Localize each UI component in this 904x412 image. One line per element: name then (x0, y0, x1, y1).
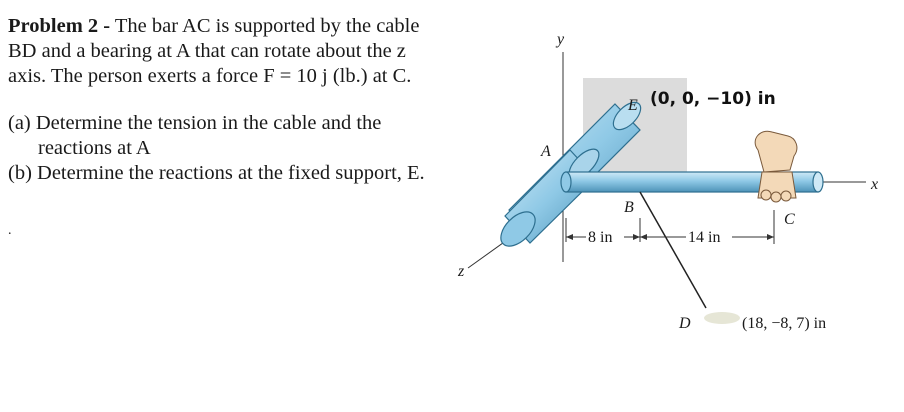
dimension-AB: 8 in (565, 218, 640, 246)
problem-line-2: BD and a bearing at A that can rotate ab… (8, 40, 406, 62)
anchor-shadow (704, 312, 740, 324)
stray-dot: . (8, 223, 12, 238)
part-a-line-1: (a) Determine the tension in the cable a… (8, 112, 382, 134)
hand-icon (754, 130, 798, 203)
point-E-label: E (627, 97, 638, 114)
problem-heading: Problem 2 - (8, 15, 111, 37)
bar-AC (560, 171, 824, 193)
coord-D: (18, −8, 7) in (742, 315, 826, 332)
point-B-label: B (624, 199, 634, 216)
problem-intro: Problem 2 - The bar AC is supported by t… (8, 14, 488, 39)
y-axis-label: y (555, 31, 565, 48)
problem-statement: Problem 2 - The bar AC is supported by t… (8, 14, 488, 238)
dim-BC-label: 14 in (688, 229, 720, 246)
dim-AB-label: 8 in (588, 229, 612, 246)
dimension-BC: 14 in (640, 210, 775, 246)
part-b: (b) Determine the reactions at the fixed… (8, 162, 425, 184)
part-a-line-2: reactions at A (38, 137, 151, 159)
x-axis-label: x (870, 176, 878, 193)
point-D-label: D (678, 315, 691, 332)
point-C-label: C (784, 211, 795, 228)
z-axis-label: z (457, 263, 465, 280)
cable-BD (639, 191, 707, 309)
point-A-label: A (540, 143, 551, 160)
problem-line-1: The bar AC is supported by the cable (110, 15, 420, 37)
problem-line-3: axis. The person exerts a force F = 10 j… (8, 65, 412, 87)
coord-E: (0, 0, −10) in (650, 89, 776, 109)
